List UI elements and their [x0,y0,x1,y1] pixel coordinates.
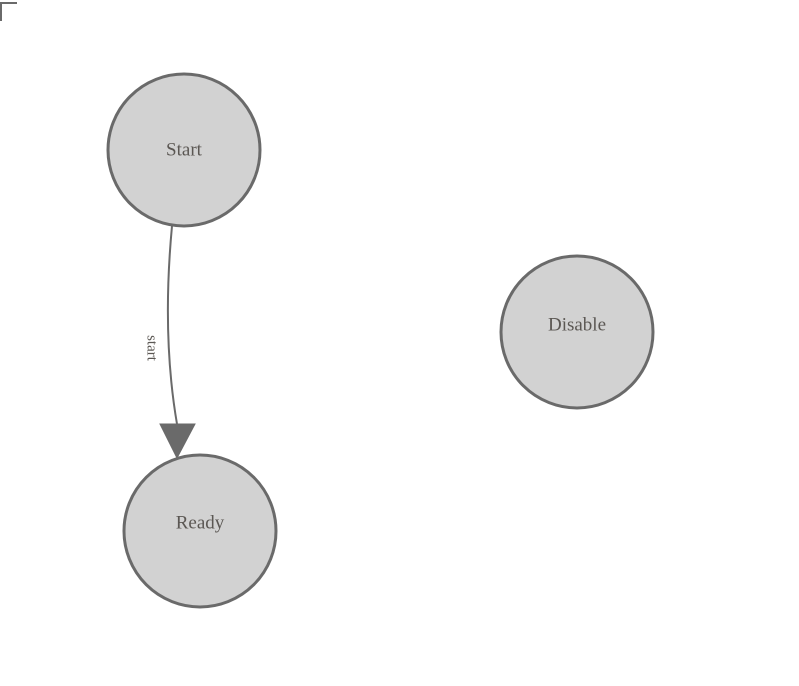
node-ready-circle[interactable] [122,453,278,609]
node-start[interactable]: Start [106,72,262,228]
node-ready-label: Ready [176,512,225,533]
node-start-circle[interactable] [106,72,262,228]
node-disable-label: Disable [548,314,606,335]
corner-bracket-mark [0,2,17,21]
node-disable-circle[interactable] [499,254,655,410]
edge-line [167,225,178,425]
arrowhead-icon [159,423,196,460]
edge-start-to-ready[interactable]: start [144,225,196,460]
node-disable[interactable]: Disable [499,254,655,410]
node-start-label: Start [166,139,203,160]
edge-label-start: start [144,335,160,362]
node-ready[interactable]: Ready [122,453,278,609]
